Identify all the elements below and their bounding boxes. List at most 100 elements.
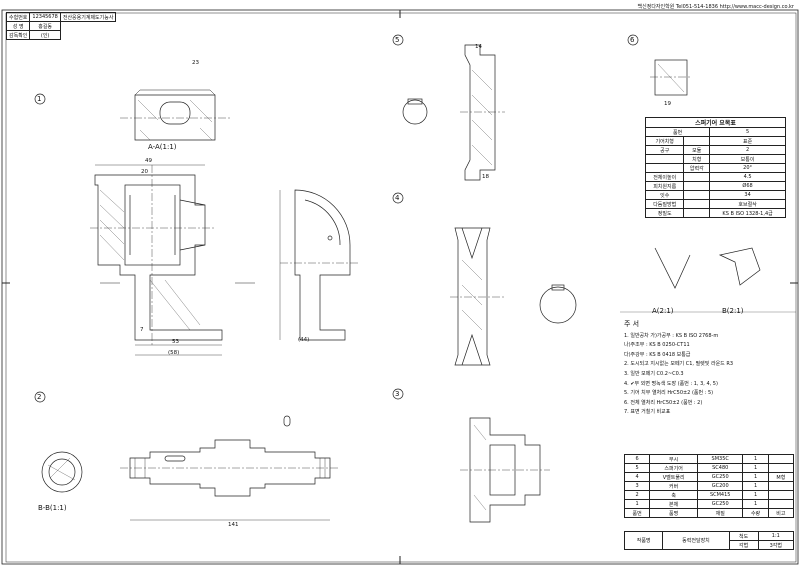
spur-cell: 정밀도 bbox=[644, 208, 685, 218]
parts-cell: GC250 bbox=[696, 499, 744, 509]
spur-cell: 공구 bbox=[644, 145, 685, 155]
spur-cell: 호브절삭 bbox=[709, 199, 786, 209]
parts-head: 비고 bbox=[767, 508, 795, 518]
spur-cell bbox=[683, 208, 711, 218]
parts-cell: 1 bbox=[742, 454, 769, 464]
parts-cell bbox=[767, 499, 795, 509]
item-number-5: 5 bbox=[395, 36, 400, 44]
part5-spur-gear bbox=[402, 44, 505, 181]
spur-cell bbox=[683, 136, 711, 146]
notes-block: 주 서 1. 일반공차 가)가공부 : KS B ISO 2768-m 나)주조… bbox=[624, 320, 733, 418]
notes-title: 주 서 bbox=[624, 320, 640, 328]
parts-cell: 5 bbox=[623, 463, 651, 473]
item-number-2: 2 bbox=[37, 393, 42, 401]
parts-cell: SCM415 bbox=[696, 490, 744, 500]
spur-cell bbox=[683, 181, 711, 191]
parts-cell: 2 bbox=[623, 490, 651, 500]
detail-label-b: B(2:1) bbox=[722, 307, 744, 315]
spur-cell bbox=[683, 172, 711, 182]
info-cell: 홍길동 bbox=[29, 21, 61, 31]
parts-cell bbox=[767, 481, 795, 491]
info-cell: 12345678 bbox=[29, 12, 61, 22]
note-line: 5. 기어 치부 열처리 HrC50±2 (품번 : 5) bbox=[624, 390, 714, 397]
info-cell: 감독확인 bbox=[5, 30, 31, 40]
item-number-4: 4 bbox=[395, 194, 400, 202]
spur-cell: 압력각 bbox=[683, 163, 711, 173]
parts-head: 품명 bbox=[649, 508, 698, 518]
spur-table-title: 스퍼기어 요목표 bbox=[645, 117, 786, 128]
parts-cell: 스퍼기어 bbox=[649, 463, 698, 473]
note-line: 나)주조부 : KS B 0250-CT11 bbox=[624, 342, 690, 349]
part1-section-aa bbox=[120, 89, 230, 141]
parts-cell: GC200 bbox=[696, 481, 744, 491]
title-name: 동력전달장치 bbox=[662, 531, 730, 550]
parts-cell: GC250 bbox=[696, 472, 744, 482]
section-label-aa: A-A(1:1) bbox=[148, 143, 177, 151]
parts-cell: 커버 bbox=[649, 481, 698, 491]
part3-cover bbox=[460, 417, 550, 523]
dim-49: 49 bbox=[145, 158, 152, 164]
parts-cell: 축 bbox=[649, 490, 698, 500]
spur-cell: 34 bbox=[709, 190, 786, 200]
dim-19: 19 bbox=[664, 101, 671, 107]
item-number-6: 6 bbox=[630, 36, 635, 44]
note-line: 1. 일반공차 가)가공부 : KS B ISO 2768-m bbox=[624, 332, 719, 339]
inner-border bbox=[5, 12, 797, 563]
parts-cell: 1 bbox=[742, 472, 769, 482]
info-cell: 성 명 bbox=[5, 21, 31, 31]
title-scale: 1:1 bbox=[757, 531, 795, 541]
dim-7: 7 bbox=[140, 327, 144, 333]
part1-front-view bbox=[90, 164, 255, 356]
parts-cell: 부시 bbox=[649, 454, 698, 464]
part2-section-bb bbox=[41, 451, 83, 493]
title-scale-label: 척도 bbox=[728, 531, 759, 541]
info-cell: (인) bbox=[29, 30, 61, 40]
note-line: 6. 전체 열처리 HrC50±2 (품번 : 2) bbox=[624, 399, 703, 406]
dim-23: 23 bbox=[192, 60, 199, 66]
parts-cell bbox=[767, 463, 795, 473]
detail-label-a: A(2:1) bbox=[652, 307, 674, 315]
spur-cell: 잇수 bbox=[644, 190, 685, 200]
title-proj: 3각법 bbox=[757, 540, 795, 550]
parts-cell: 1 bbox=[742, 481, 769, 491]
spur-cell: 20° bbox=[709, 163, 786, 173]
parts-cell: 3 bbox=[623, 481, 651, 491]
dim-53: 53 bbox=[172, 339, 179, 345]
item-bubbles bbox=[34, 34, 639, 403]
item-number-3: 3 bbox=[395, 390, 400, 398]
dim-141: 141 bbox=[228, 522, 239, 528]
dim-58: (58) bbox=[168, 350, 180, 356]
item-number-1: 1 bbox=[37, 95, 42, 103]
info-cell: 전산응용기계제도기능사 bbox=[59, 12, 117, 22]
header-text: 백신정다자인학원 Tel051-514-1836 http://www.macc… bbox=[637, 4, 794, 10]
part1-side-view bbox=[279, 189, 360, 341]
spur-cell: KS B ISO 1328-1,4급 bbox=[709, 208, 786, 218]
spur-col-value: 5 bbox=[709, 127, 786, 137]
spur-cell bbox=[644, 163, 685, 173]
parts-cell: 1 bbox=[623, 499, 651, 509]
note-line: 2. 도시되고 지시없는 모떼기 C1, 필렛및 라운드 R3 bbox=[624, 361, 734, 368]
spur-cell bbox=[683, 199, 711, 209]
spur-cell: 보통이 bbox=[709, 154, 786, 164]
info-table: 수험번호 12345678 전산응용기계제도기능사 성 명 홍길동 감독확인 (… bbox=[5, 12, 117, 40]
parts-cell bbox=[767, 454, 795, 464]
parts-head: 품번 bbox=[623, 508, 651, 518]
detail-a-b bbox=[654, 247, 761, 289]
spur-col-head: 품번 bbox=[644, 127, 711, 137]
spur-cell: 2 bbox=[709, 145, 786, 155]
dim-18: 18 bbox=[482, 174, 489, 180]
title-proj-label: 각법 bbox=[728, 540, 759, 550]
spur-cell: 표준 bbox=[709, 136, 786, 146]
spur-cell: 모듈 bbox=[683, 145, 711, 155]
spur-cell: Ø68 bbox=[709, 181, 786, 191]
spur-cell: 전체이높이 bbox=[644, 172, 685, 182]
note-line: 다)주강부 : KS B 0418 보통급 bbox=[624, 351, 691, 358]
parts-cell: 1 bbox=[742, 463, 769, 473]
parts-cell: SC480 bbox=[696, 463, 744, 473]
parts-head: 재질 bbox=[696, 508, 744, 518]
parts-cell: 1 bbox=[742, 490, 769, 500]
parts-cell: 본체 bbox=[649, 499, 698, 509]
spur-cell: 치형 bbox=[683, 154, 711, 164]
